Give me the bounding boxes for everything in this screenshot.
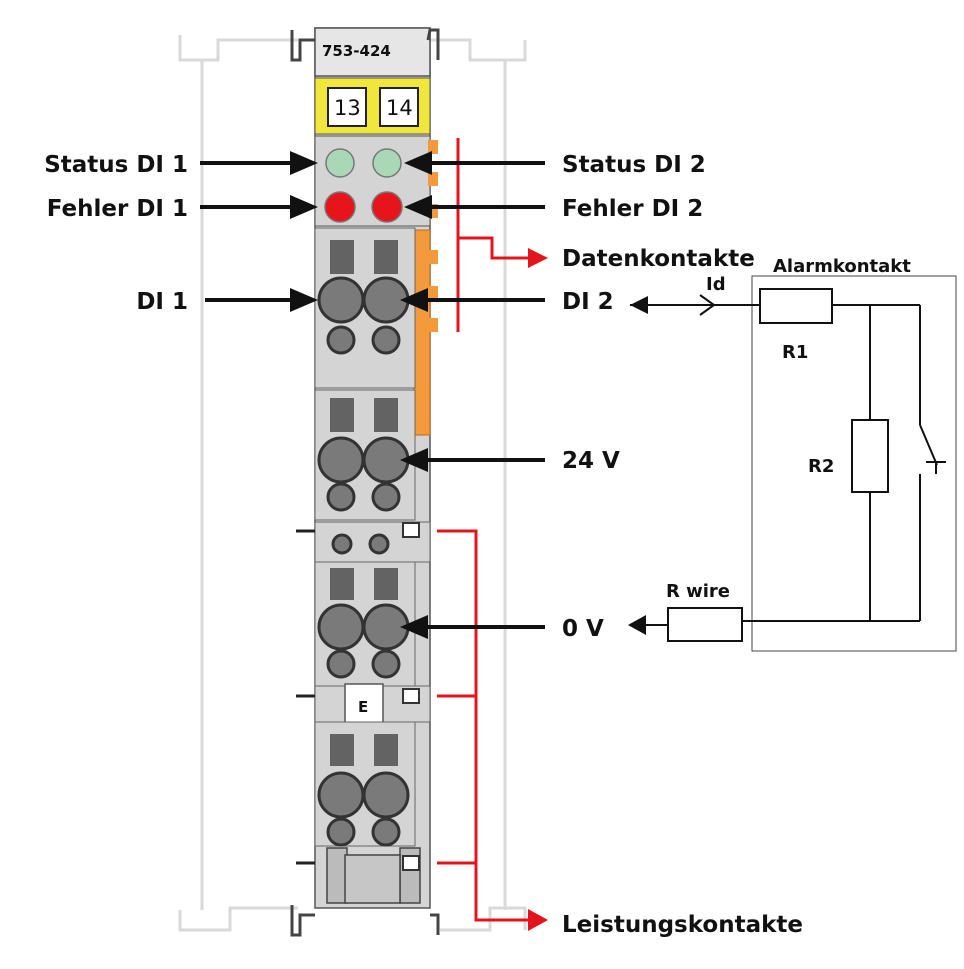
coding-key bbox=[314, 77, 431, 135]
circuit-title: Alarmkontakt bbox=[773, 256, 911, 277]
terminal-clamp-pe-1 bbox=[317, 771, 365, 819]
terminal-clamp-0v-1 bbox=[317, 603, 365, 651]
pointer-arrows bbox=[200, 161, 545, 629]
power-contacts-arrowhead bbox=[528, 909, 548, 931]
terminal-release-0v-1 bbox=[326, 649, 356, 679]
rail-outline bbox=[178, 35, 527, 932]
terminal-clamp-24v-1 bbox=[317, 436, 365, 484]
status-led-di2 bbox=[372, 148, 402, 178]
circuit-current-label: Id bbox=[706, 274, 726, 295]
status-led-di1 bbox=[325, 148, 355, 178]
label-fehler-di2: Fehler DI 2 bbox=[562, 196, 703, 222]
label-fehler-di1: Fehler DI 1 bbox=[47, 196, 188, 222]
data-contacts-arrowhead bbox=[528, 248, 548, 268]
label-0v: 0 V bbox=[562, 616, 604, 642]
terminal-release-24v-1 bbox=[326, 482, 356, 512]
power-jumper-slot-1 bbox=[296, 521, 431, 563]
circuit-r2-label: R2 bbox=[808, 456, 834, 477]
pointer-arrowheads bbox=[290, 151, 432, 639]
label-status-di1: Status DI 1 bbox=[44, 152, 188, 178]
label-status-di2: Status DI 2 bbox=[562, 152, 706, 178]
module-model: 753-424 bbox=[322, 42, 391, 60]
label-24v: 24 V bbox=[562, 448, 620, 474]
terminal-release-24v-2 bbox=[371, 482, 401, 512]
error-led-di1 bbox=[324, 191, 356, 223]
label-di2: DI 2 bbox=[562, 289, 614, 315]
label-di1: DI 1 bbox=[136, 289, 188, 315]
label-e-text: E bbox=[358, 698, 368, 716]
label-datenkontakte: Datenkontakte bbox=[562, 246, 755, 272]
key-left-number: 13 bbox=[334, 96, 361, 120]
terminal-release-pe-2 bbox=[371, 817, 401, 847]
terminal-release-di2 bbox=[371, 325, 401, 355]
terminal-clamp-pe-2 bbox=[362, 771, 410, 819]
label-leistungskontakte: Leistungskontakte bbox=[562, 912, 803, 938]
key-right-number: 14 bbox=[386, 96, 413, 120]
terminal-release-di1 bbox=[326, 325, 356, 355]
circuit-r1-label: R1 bbox=[782, 342, 808, 363]
terminal-release-0v-2 bbox=[371, 649, 401, 679]
data-contacts-line bbox=[456, 138, 528, 332]
power-contacts-line bbox=[437, 529, 528, 922]
alarm-circuit bbox=[628, 275, 957, 652]
terminal-clamp-di1 bbox=[317, 276, 365, 324]
error-led-di2 bbox=[371, 191, 403, 223]
terminal-release-pe-1 bbox=[326, 817, 356, 847]
module-latch bbox=[296, 847, 421, 904]
circuit-rwire-label: R wire bbox=[666, 581, 730, 602]
